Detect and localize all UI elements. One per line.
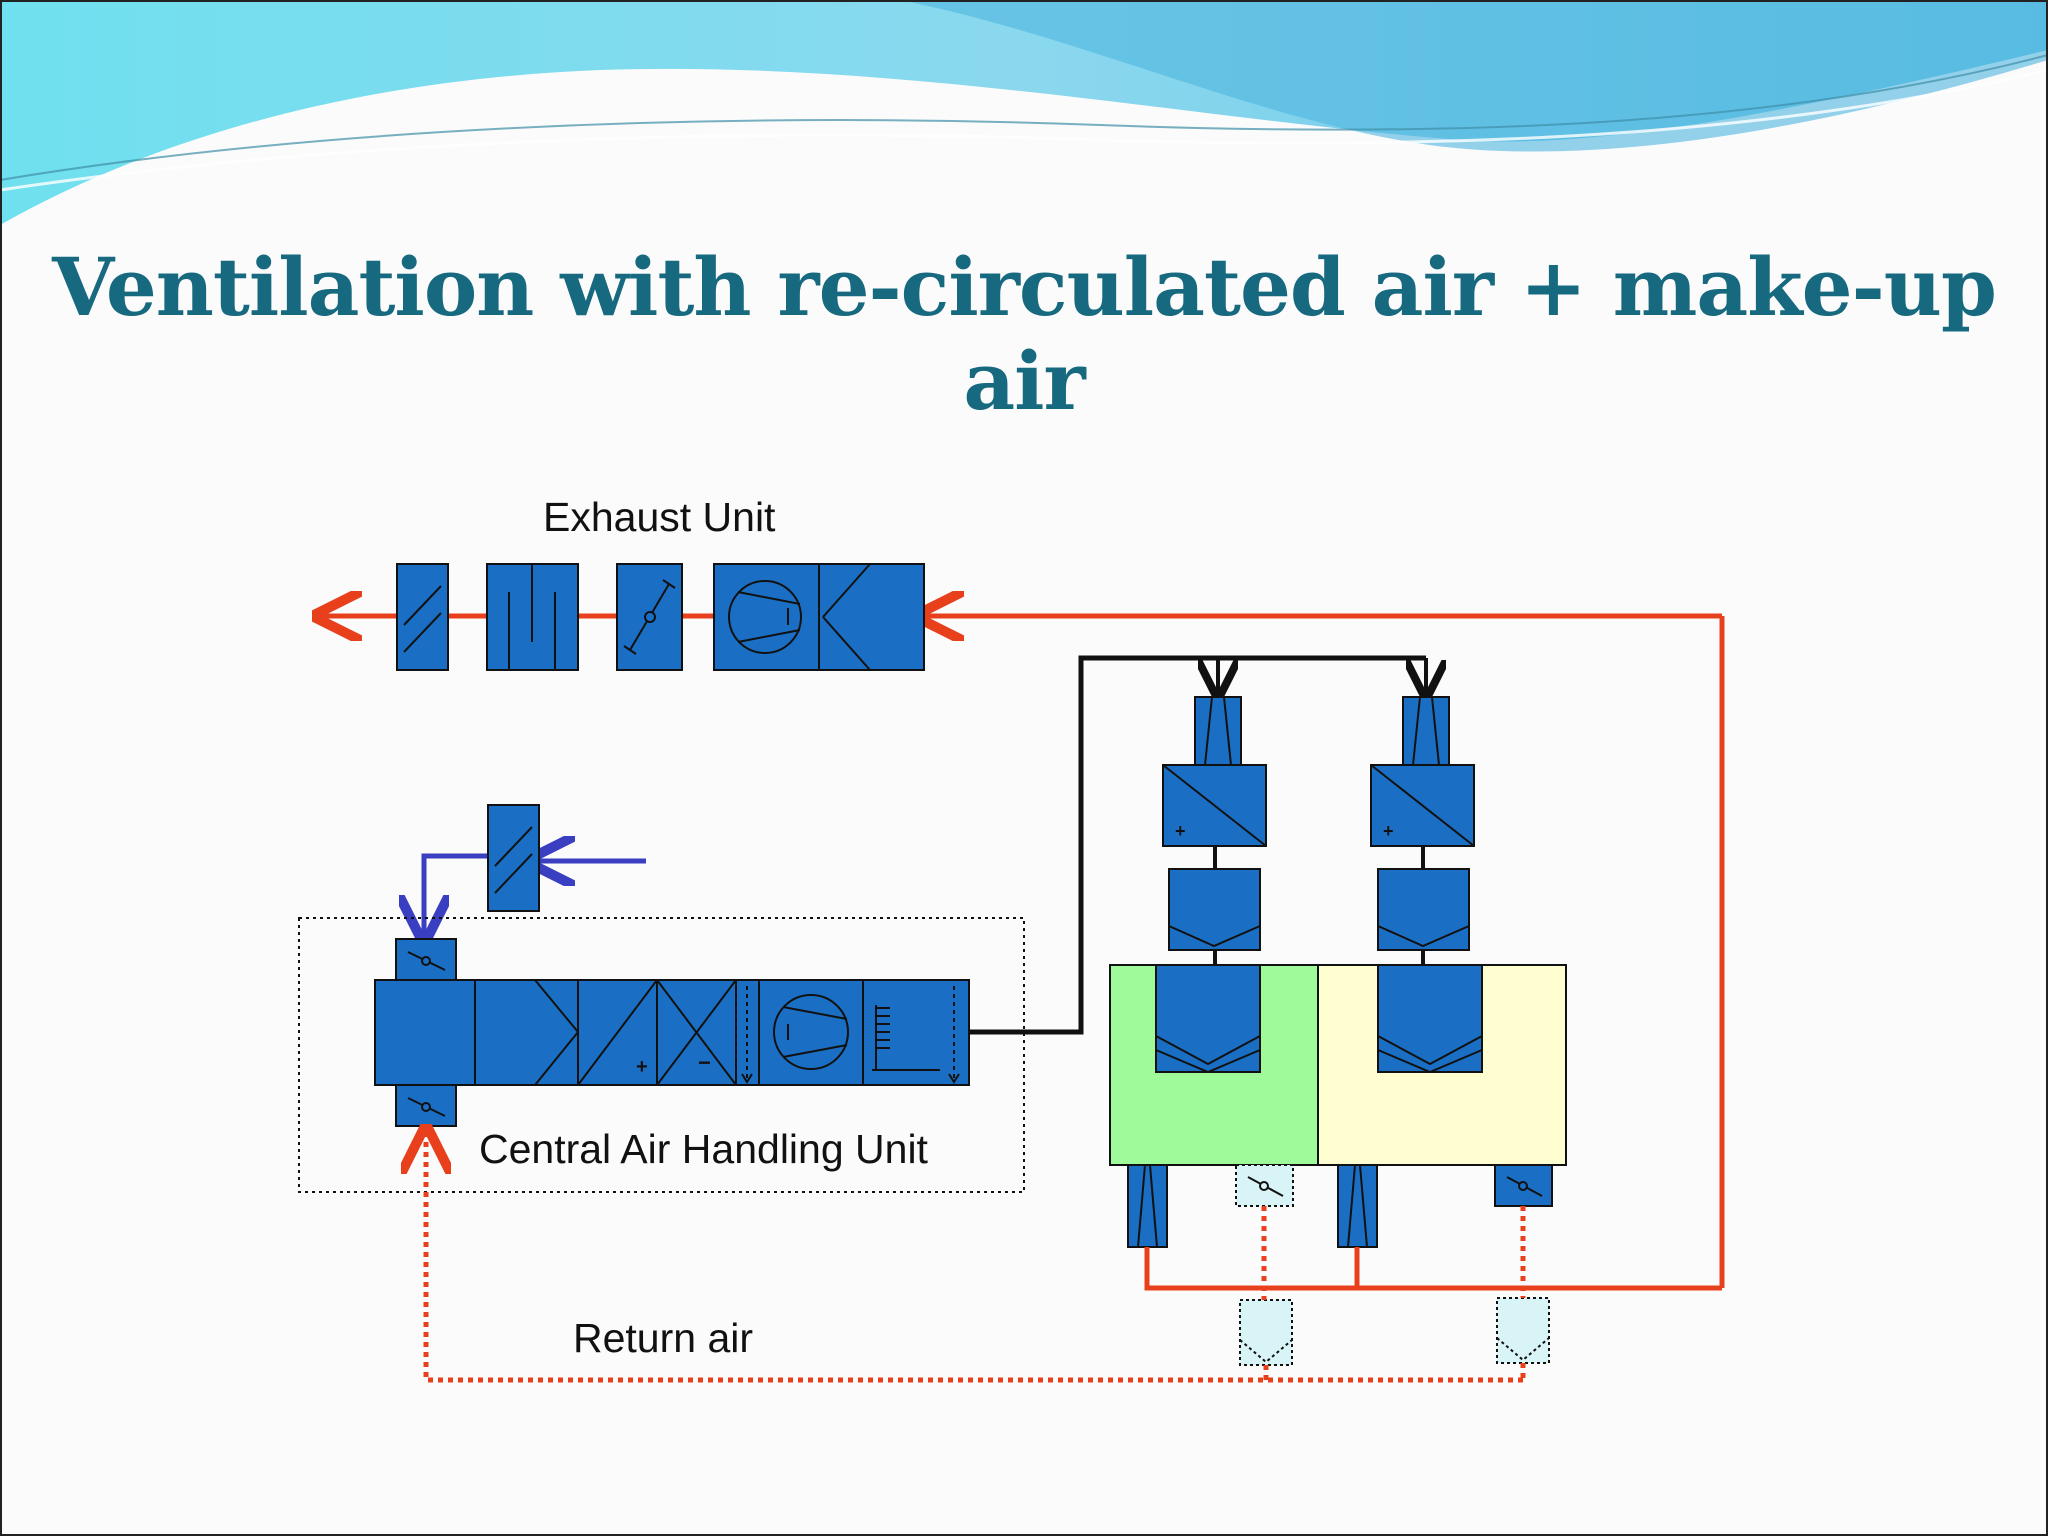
ahu-cooling-coil: − [656,979,737,1086]
outdoor-air-filter [487,804,540,912]
zone-1-vav-box [1194,696,1242,766]
ahu-humidifier [735,979,760,1086]
ahu-outdoor-damper [395,938,457,981]
zone-2-diffuser-box [1377,868,1470,951]
zone-2-return-grille [1496,1297,1550,1364]
zone-2-supply-diffuser [1377,964,1483,1074]
supply-duct [969,655,1426,1035]
zone-2-reheat-plus: + [1383,821,1394,841]
zone-1-exhaust-terminal [1127,1164,1168,1248]
central-ahu-boundary [298,917,1025,1193]
ahu-mixing-box [374,979,476,1086]
zone-1-reheat-coil: + [1162,764,1267,847]
zone-2-return-damper [1494,1164,1553,1207]
slide-title: Ventilation with re-circulated air + mak… [52,240,1997,428]
exhaust-fan [713,563,925,671]
exhaust-filter [396,563,449,671]
ahu-return-damper [395,1084,457,1127]
zone-1-diffuser-box [1168,868,1261,951]
zone-exhaust-collector [1144,1247,1722,1291]
exhaust-line [322,616,1725,1288]
ahu-silencer [862,979,970,1086]
zone-2-vav-box [1402,696,1450,766]
cooling-minus-symbol: − [698,1050,711,1075]
zone-1-return-grille [1239,1299,1293,1366]
zone-1-reheat-plus: + [1175,821,1186,841]
heating-plus-symbol: + [636,1056,648,1078]
zone-1-return-damper [1235,1164,1294,1207]
zone-2-reheat-coil: + [1370,764,1475,847]
zone-2-exhaust-terminal [1337,1164,1378,1248]
ahu-supply-fan [758,979,864,1086]
return-air-line [426,1134,1526,1383]
exhaust-damper [616,563,683,671]
zone-1-supply-diffuser [1155,964,1261,1074]
ahu-filter [474,979,580,1086]
outdoor-air-line [424,856,646,935]
return-air-label: Return air [573,1315,753,1361]
central-ahu-label: Central Air Handling Unit [479,1126,929,1172]
header-wave [0,0,2048,225]
exhaust-unit-label: Exhaust Unit [543,494,776,540]
exhaust-silencer [486,563,579,671]
ahu-heating-coil: + [577,979,658,1086]
